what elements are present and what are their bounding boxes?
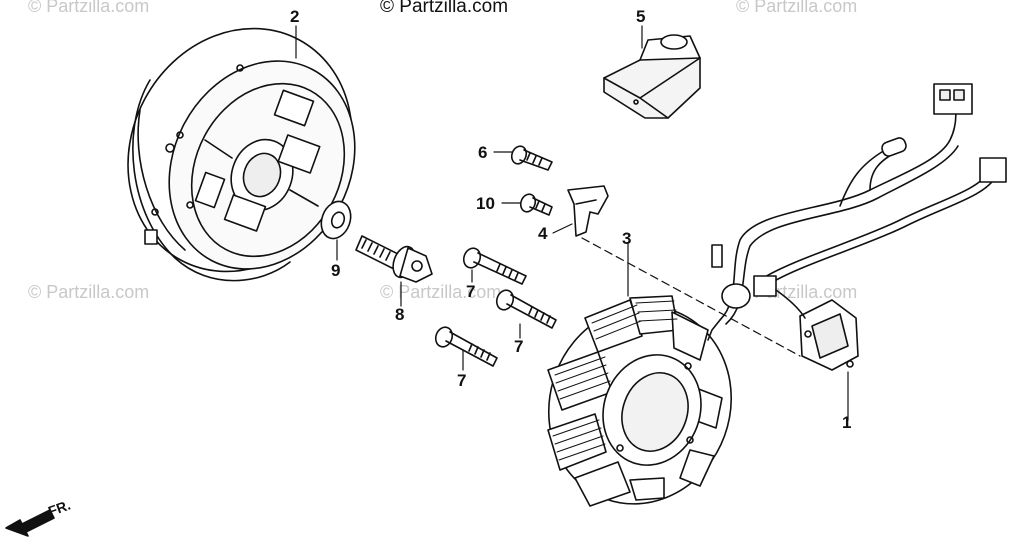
bracket-part[interactable]: [603, 34, 701, 119]
callout-10: 10: [476, 194, 495, 213]
wire-harness: [707, 83, 1007, 341]
callout-5: 5: [636, 7, 646, 26]
callout-9: 9: [331, 261, 341, 280]
bolt-7a-part[interactable]: [461, 246, 527, 285]
pulse-generator-part[interactable]: [775, 289, 859, 371]
stator-part[interactable]: [521, 280, 759, 530]
callout-6: 6: [478, 143, 488, 162]
callout-7c: 7: [457, 371, 467, 390]
callout-3: 3: [622, 229, 632, 248]
flange-bolt-part[interactable]: [355, 235, 433, 283]
bolt-7c-part[interactable]: [433, 325, 498, 367]
bolt-6-part[interactable]: [509, 144, 553, 171]
washer-part[interactable]: [316, 197, 355, 242]
callout-1: 1: [842, 413, 852, 432]
callout-7b: 7: [514, 337, 524, 356]
bolt-10-part[interactable]: [518, 192, 553, 216]
watermark-text: © Partzilla.com: [28, 282, 150, 302]
watermark-text: © Partzilla.com: [380, 282, 502, 302]
clip-part[interactable]: [567, 185, 609, 237]
callout-7a: 7: [466, 282, 476, 301]
front-direction-arrow: [5, 509, 55, 537]
callout-4: 4: [538, 224, 548, 243]
watermark-text: © Partzilla.com: [736, 0, 858, 16]
bolt-7b-part[interactable]: [494, 288, 557, 329]
watermark-text: © Partzilla.com: [28, 0, 150, 16]
copyright-text: © Partzilla.com: [380, 0, 509, 17]
leader-lines: [295, 25, 849, 421]
flywheel-part[interactable]: [86, 0, 394, 311]
callout-8: 8: [395, 305, 405, 324]
callout-2: 2: [290, 7, 300, 26]
